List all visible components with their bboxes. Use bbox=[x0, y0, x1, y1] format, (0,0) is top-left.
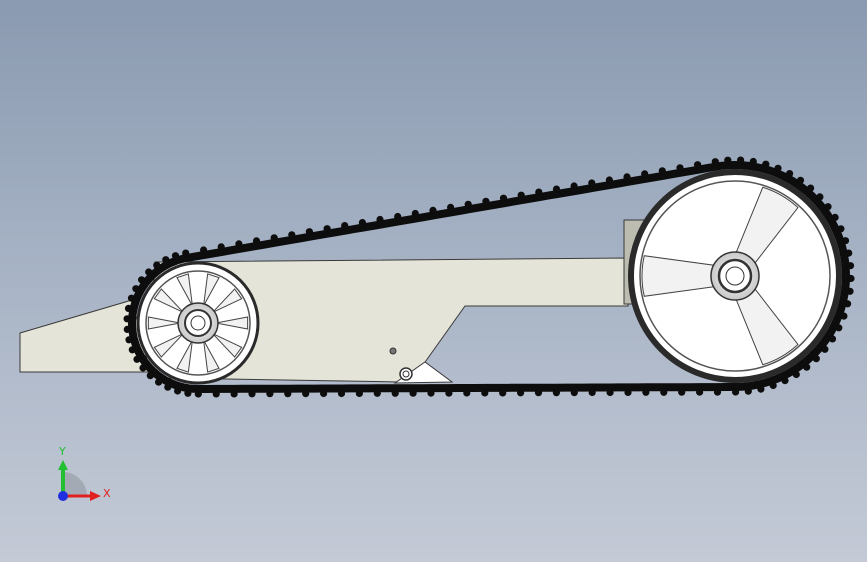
track-belt[interactable] bbox=[123, 156, 855, 398]
rear-wheel[interactable] bbox=[628, 169, 842, 383]
x-axis-label: X bbox=[103, 487, 111, 500]
front-wheel[interactable] bbox=[136, 261, 260, 385]
frame-bolt[interactable] bbox=[389, 347, 397, 355]
coordinate-triad-icon: Y X bbox=[58, 445, 111, 501]
y-axis-label: Y bbox=[58, 445, 66, 458]
bracket-pin[interactable] bbox=[399, 367, 413, 381]
